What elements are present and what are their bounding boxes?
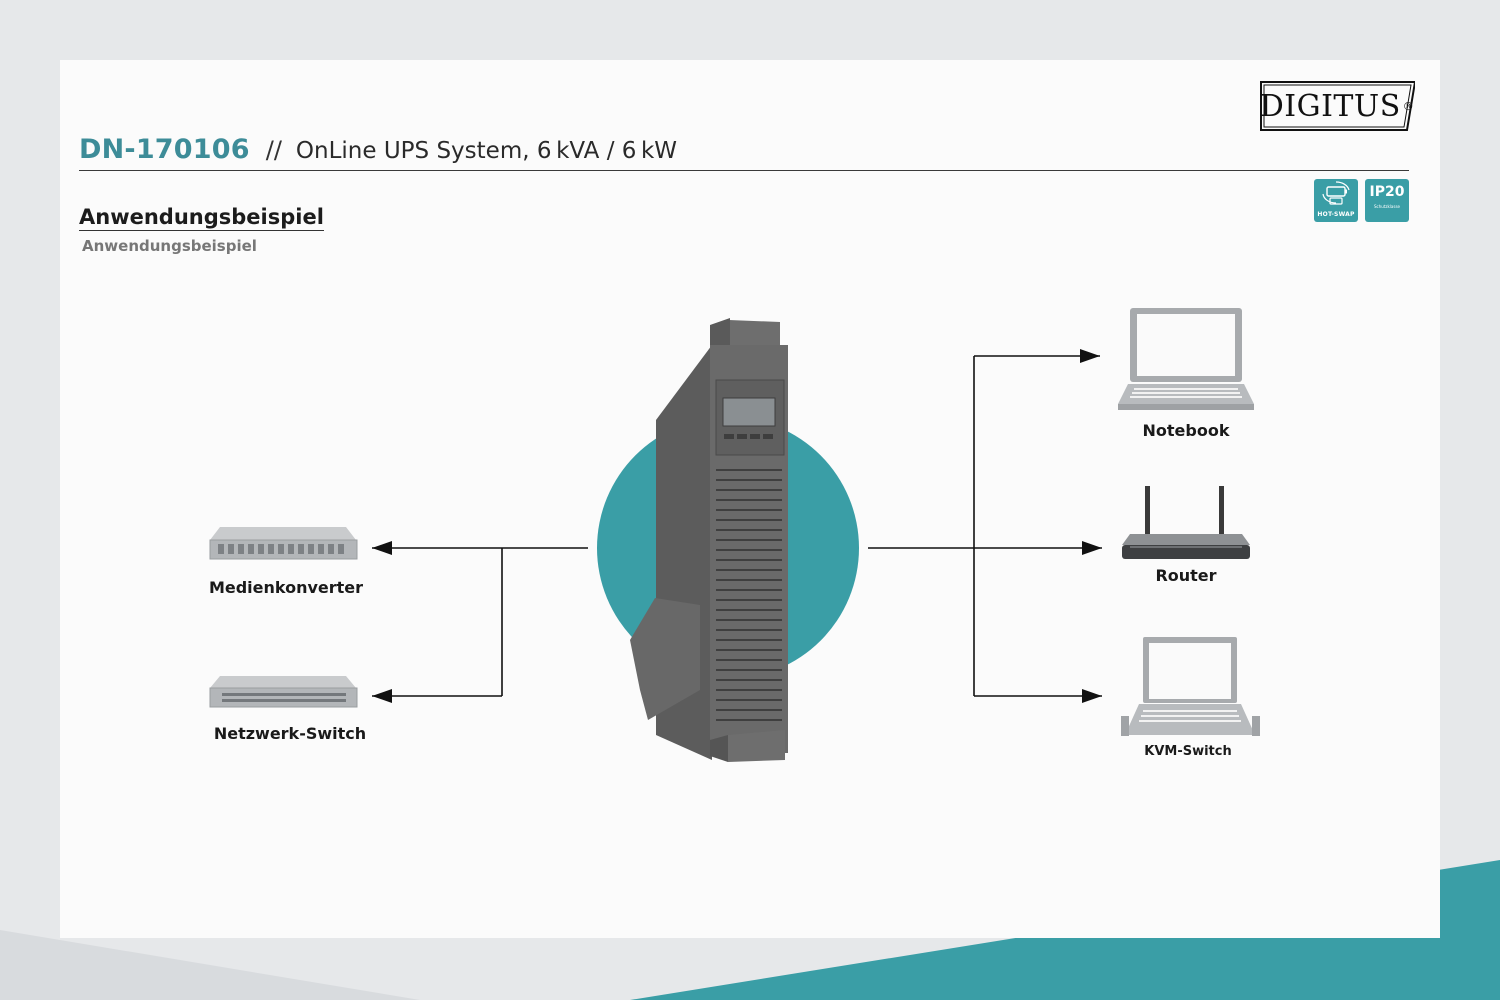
battery-swap-icon [1322,181,1350,205]
logo-wordmark: DIGITUS [1259,88,1401,124]
ip20-label: IP20 [1369,184,1405,200]
notebook-label: Notebook [1143,421,1230,440]
netzwerk-switch-label: Netzwerk-Switch [214,724,366,743]
page-header: DN-170106 // OnLine UPS System, 6 kVA / 6 … [79,134,677,165]
right-connector [868,349,1102,703]
digitus-logo: DIGITUS® [1259,80,1415,132]
product-description: OnLine UPS System, 6 kVA / 6 kW [295,138,678,164]
hot-swap-label: HOT-SWAP [1317,211,1355,218]
logo-frame [1260,81,1415,131]
router-icon [1122,486,1250,559]
gray-corner-shape [0,930,420,1000]
ups-tower-icon [630,318,788,762]
media-converter-rack-icon [209,527,358,560]
ip20-sublabel: Schutzklasse [1374,204,1400,209]
registered-mark: ® [1402,99,1415,113]
kvm-switch-label: KVM-Switch [1144,744,1231,759]
logo-text: DIGITUS® [1259,80,1415,132]
header-rule [79,170,1409,171]
medienkonverter-label: Medienkonverter [209,578,363,597]
section-title: Anwendungsbeispiel [79,205,324,231]
router-label: Router [1155,566,1216,585]
header-separator: // [265,136,282,164]
ip20-badge: IP20 Schutzklasse [1365,179,1409,222]
product-code: DN-170106 [79,134,250,165]
section-subtitle: Anwendungsbeispiel [82,237,257,255]
kvm-switch-icon [1121,637,1260,736]
notebook-icon [1118,308,1254,410]
left-connector [372,541,588,703]
hot-swap-badge: HOT-SWAP [1314,179,1358,222]
network-switch-rack-icon [209,676,358,708]
